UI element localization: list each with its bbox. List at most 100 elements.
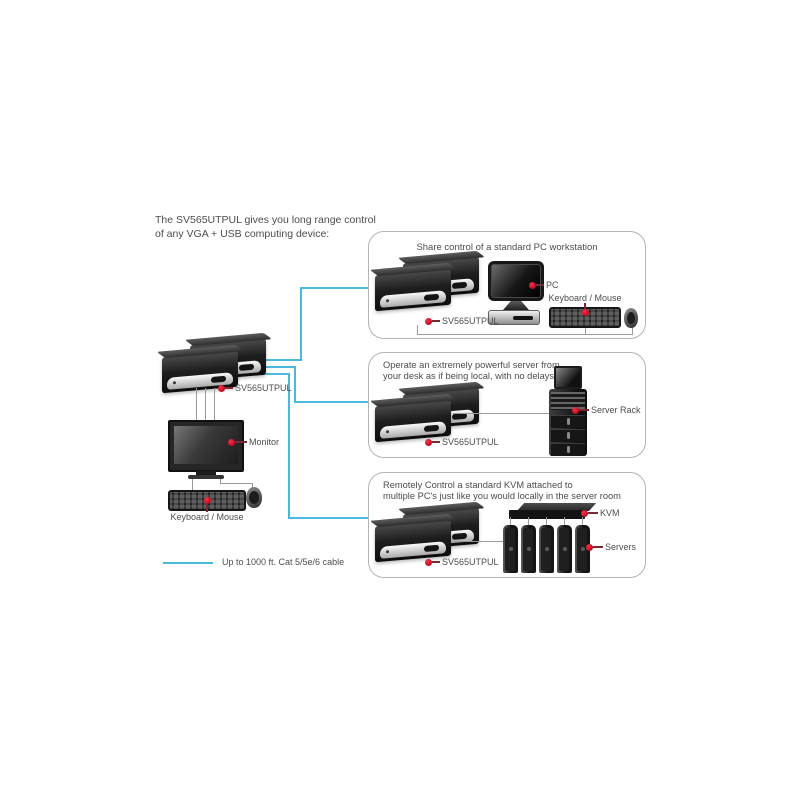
device-part [375, 268, 451, 312]
callout-dot [581, 509, 588, 517]
callout-dot [425, 317, 432, 325]
kvm-switch-illustration [509, 503, 589, 519]
box3-desc-line1: Remotely Control a standard KVM attached… [383, 480, 573, 490]
remote-extender-callout: SV565UTPUL [425, 557, 501, 567]
box3-desc: Remotely Control a standard KVM attached… [383, 480, 621, 502]
device-part [188, 475, 224, 479]
callout-line [206, 504, 208, 512]
callout-line [432, 561, 440, 563]
box2-desc: Operate an extremely powerful server fro… [383, 360, 560, 382]
box1-title: Share control of a standard PC workstati… [416, 242, 598, 253]
callout-dot [228, 438, 235, 446]
mouse-illustration [624, 308, 638, 328]
device-part [554, 366, 582, 389]
callout-line [225, 387, 233, 389]
server-rack-label: Server Rack [591, 405, 641, 415]
device-part [503, 301, 529, 310]
device-cable [585, 328, 586, 334]
remote-extender-callout: SV565UTPUL [425, 437, 501, 447]
device-cable [417, 334, 633, 335]
kvm-callout: KVM [581, 508, 622, 518]
callout-line [593, 546, 603, 548]
legend-label: Up to 1000 ft. Cat 5/5e/6 cable [222, 557, 345, 567]
callout-line [588, 512, 598, 514]
cat5-cable-3 [252, 373, 290, 375]
kvm-cable [564, 517, 565, 525]
device-cable [453, 541, 504, 542]
cat5-cable-2 [252, 366, 296, 368]
box2-desc-line1: Operate an extremely powerful server fro… [383, 360, 560, 370]
callout-dot [529, 281, 536, 289]
keyboard-mouse-callout: Keyboard / Mouse [152, 497, 262, 522]
servers-callout: Servers [586, 542, 638, 552]
device-part [549, 389, 587, 456]
device-part [551, 443, 585, 456]
keyboard-mouse-label: Keyboard / Mouse [548, 293, 622, 303]
device-part [551, 415, 585, 428]
usb-cable [214, 388, 215, 421]
mouse-cable [252, 483, 253, 489]
intro-line-2: of any VGA + USB computing device: [155, 228, 330, 240]
device-cable [417, 325, 418, 334]
remote-extender-callout: SV565UTPUL [425, 316, 501, 326]
monitor-illustration [168, 420, 244, 472]
callout-dot [203, 497, 211, 504]
remote-extender-illustration [375, 256, 479, 314]
scenario-box-kvm-servers: Remotely Control a standard KVM attached… [368, 472, 646, 578]
server-tower [575, 525, 590, 573]
remote-extender-label: SV565UTPUL [442, 557, 499, 567]
box2-desc-line2: your desk as if being local, with no del… [383, 371, 555, 381]
callout-dot [425, 438, 432, 446]
pc-monitor-illustration [488, 261, 544, 301]
device-cable [453, 413, 549, 414]
cat5-cable-1 [300, 287, 302, 361]
device-part [375, 399, 451, 443]
local-extender-label: SV565UTPUL [235, 383, 292, 393]
server-towers-illustration [503, 525, 590, 573]
mouse-cable [220, 483, 253, 484]
device-cable [632, 328, 633, 334]
callout-dot [572, 406, 579, 414]
callout-line [432, 441, 440, 443]
kbd-cable [192, 479, 193, 490]
scenario-box-pc-workstation: Share control of a standard PC workstati… [368, 231, 646, 339]
cat5-cable-2 [294, 401, 368, 403]
remote-extender-label: SV565UTPUL [442, 316, 499, 326]
server-rack-callout: Server Rack [572, 405, 643, 415]
intro-text: The SV565UTPUL gives you long range cont… [155, 213, 376, 241]
kvm-label: KVM [600, 508, 620, 518]
callout-dot [586, 543, 593, 551]
intro-line-1: The SV565UTPUL gives you long range cont… [155, 214, 376, 226]
servers-label: Servers [605, 542, 637, 552]
mouse-cable [220, 479, 221, 484]
video-cable [196, 388, 197, 421]
device-part [380, 290, 446, 308]
cat5-cable-1 [300, 287, 368, 289]
server-tower [539, 525, 554, 573]
monitor-callout: Monitor [228, 437, 281, 447]
cat5-cable-1 [252, 359, 302, 361]
scenario-box-server-rack: Operate an extremely powerful server fro… [368, 352, 646, 458]
device-part [551, 429, 585, 442]
keyboard-mouse-callout: Keyboard / Mouse [535, 293, 635, 316]
server-tower [503, 525, 518, 573]
remote-extender-label: SV565UTPUL [442, 437, 499, 447]
keyboard-mouse-label: Keyboard / Mouse [170, 512, 244, 522]
callout-dot [218, 384, 225, 392]
pc-label: PC [546, 280, 559, 290]
callout-line [536, 284, 544, 286]
server-tower [557, 525, 572, 573]
callout-line [432, 320, 440, 322]
callout-line [579, 409, 589, 411]
server-tower [521, 525, 536, 573]
callout-dot [425, 558, 432, 566]
pc-callout: PC [529, 280, 561, 290]
device-part [196, 471, 216, 475]
server-rack-illustration [549, 366, 587, 456]
cat5-cable-3 [288, 373, 290, 519]
device-part [375, 519, 451, 563]
cat5-cable-2 [294, 366, 296, 403]
callout-dot [581, 309, 589, 316]
kvm-cable [546, 517, 547, 525]
